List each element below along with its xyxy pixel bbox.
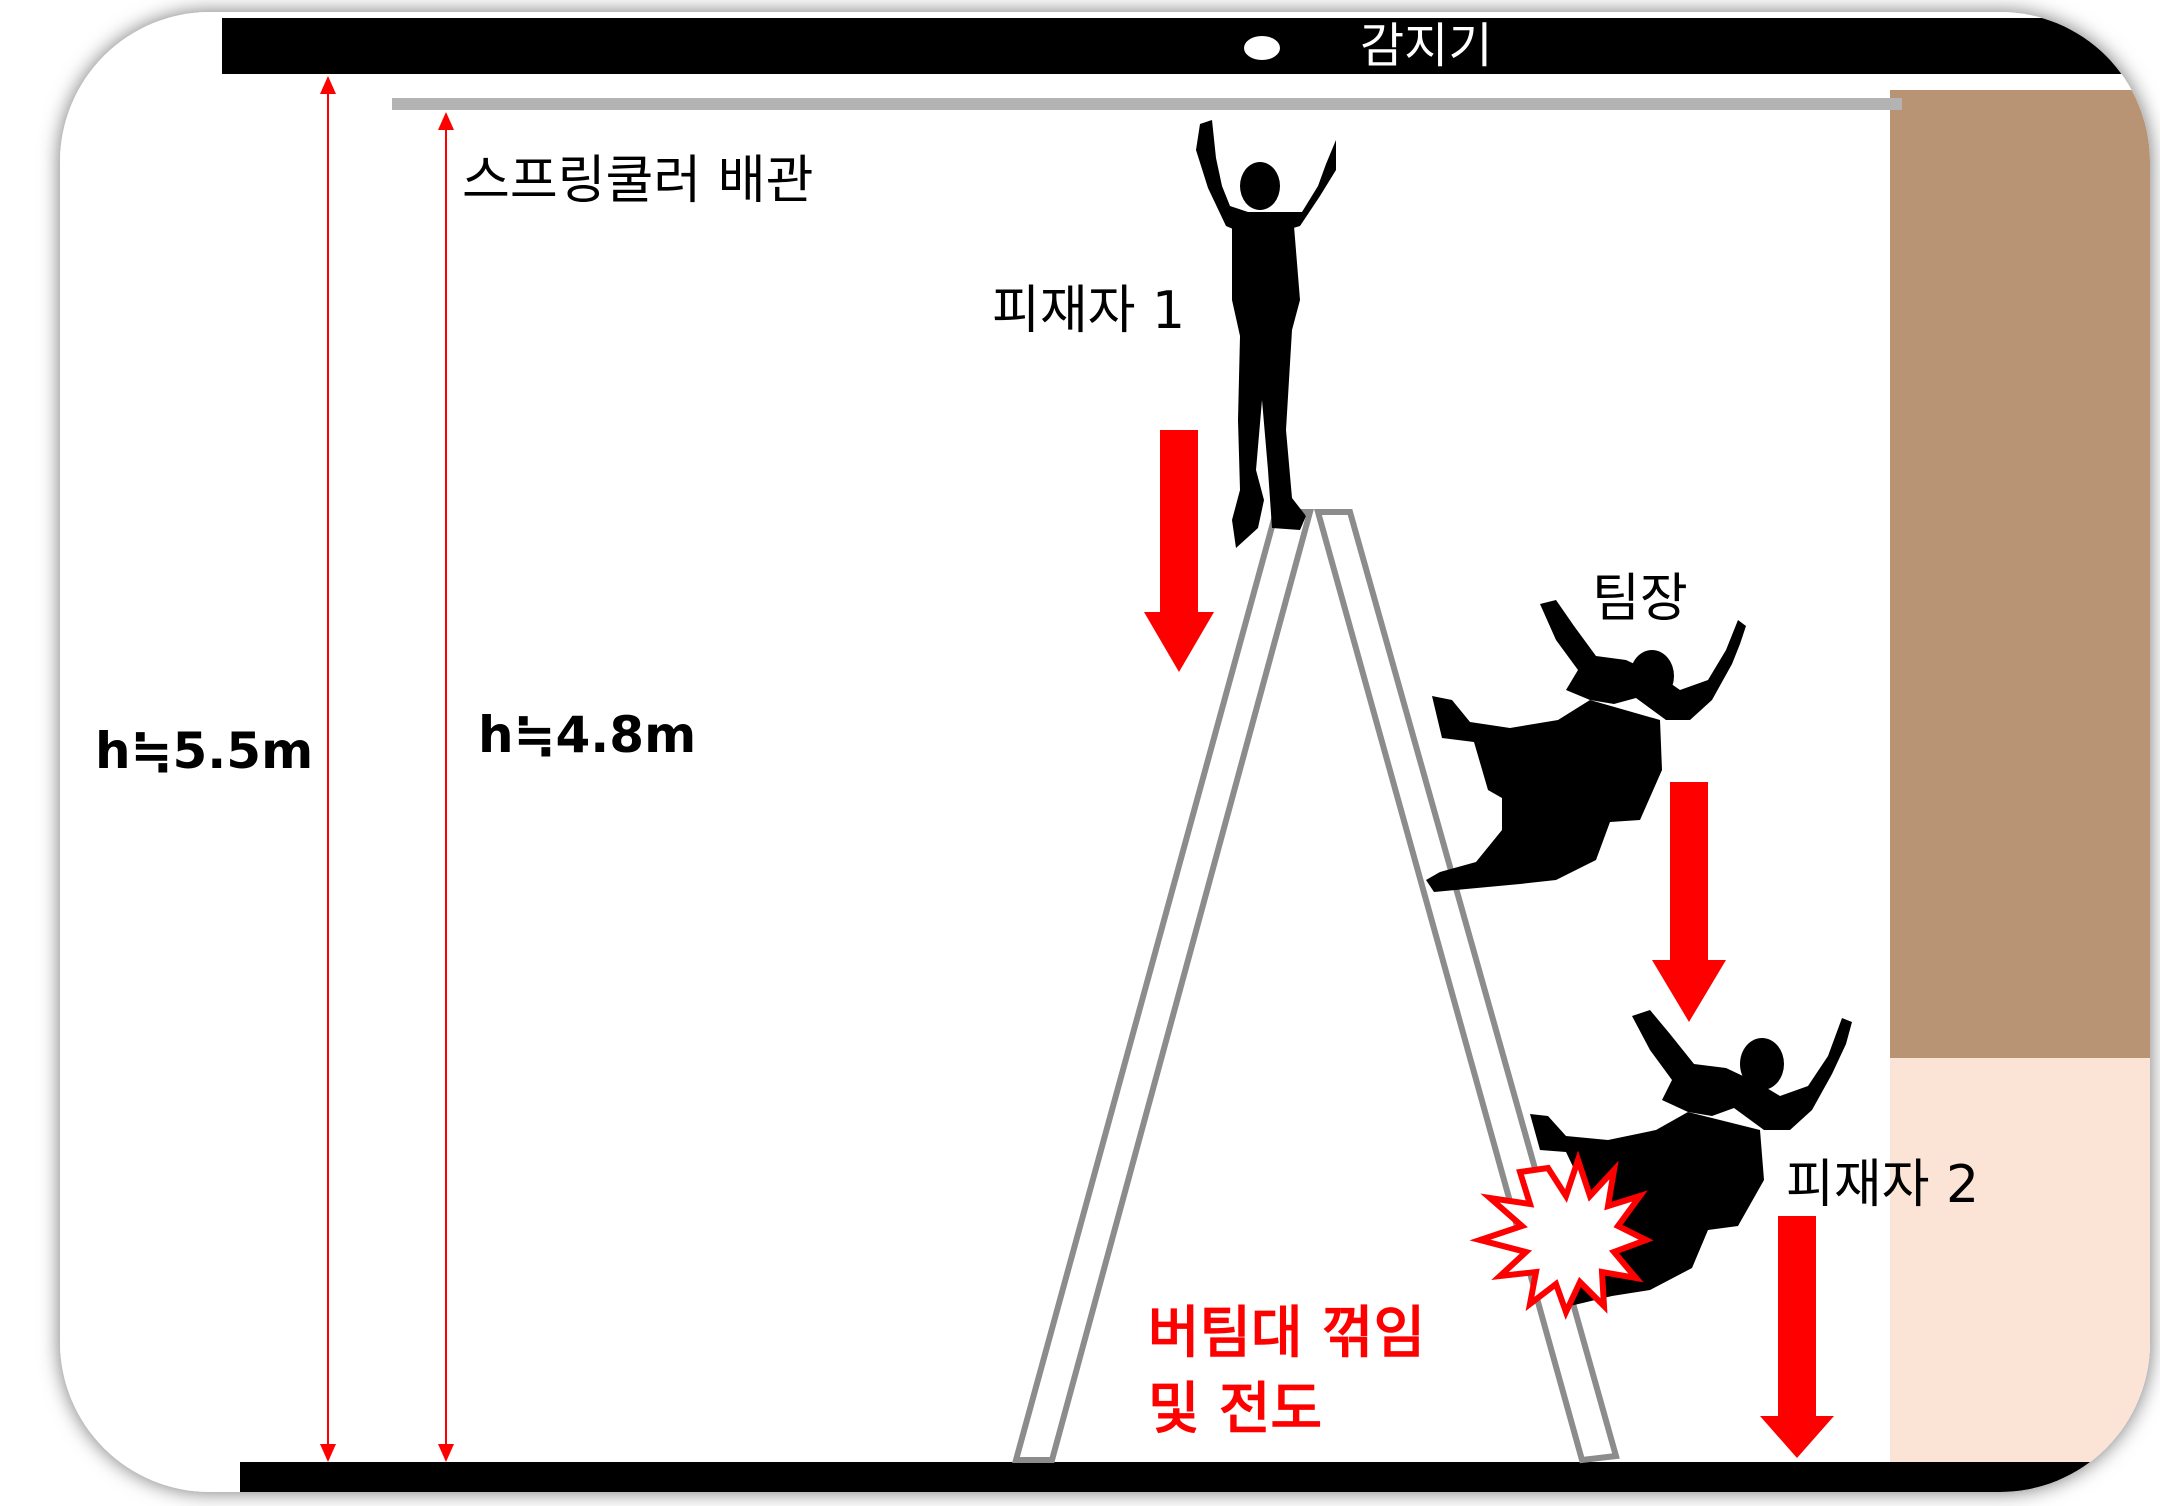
down-arrow-icon <box>1144 430 1214 672</box>
down-arrow-icon <box>1652 782 1726 1022</box>
victim2-silhouette <box>1530 1010 1852 1306</box>
diagram-frame <box>60 12 2150 1492</box>
warning-line2: 및 전도 <box>1148 1377 1322 1442</box>
floor-bar <box>240 1462 2150 1492</box>
down-arrow-icon <box>1760 1216 1834 1458</box>
victim1-silhouette <box>1196 120 1336 548</box>
dimension-pipe <box>438 112 454 1462</box>
victim1-label: 피재자 1 <box>992 281 1185 341</box>
dimension-total <box>320 76 336 1462</box>
detector-label: 감지기 <box>1360 18 1492 74</box>
team-leader-label: 팀장 <box>1592 569 1688 629</box>
height-total-label: h≒5.5m <box>95 722 313 780</box>
victim2-label: 피재자 2 <box>1786 1155 1979 1215</box>
sprinkler-pipe <box>392 98 1902 110</box>
wall-lower <box>1890 1058 2150 1470</box>
wall-upper <box>1890 90 2150 1058</box>
impact-burst-icon <box>1469 1150 1654 1320</box>
sprinkler-pipe-label: 스프링쿨러 배관 <box>462 151 813 211</box>
height-pipe-label: h≒4.8m <box>478 706 696 764</box>
warning-line1: 버팀대 꺾임 <box>1148 1301 1425 1366</box>
ceiling-bar <box>222 18 2150 74</box>
team-leader-silhouette <box>1426 600 1746 892</box>
detector-dot-icon <box>1244 36 1280 60</box>
